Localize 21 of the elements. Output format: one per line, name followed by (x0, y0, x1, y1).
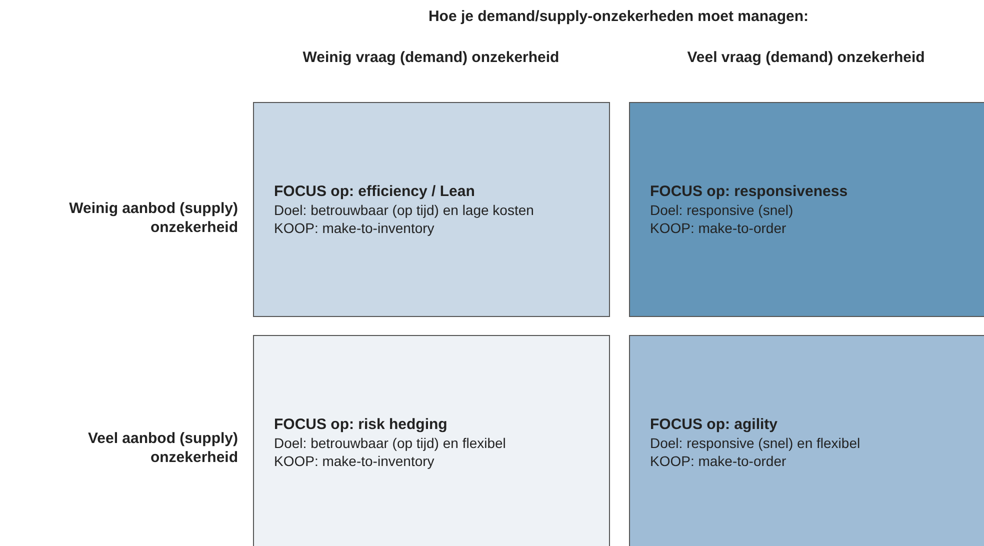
row-header: Veel aanbod (supply) onzekerheid (86, 429, 238, 467)
matrix-cell (253, 335, 610, 546)
cell-heading: FOCUS op: responsiveness (650, 182, 849, 201)
cell-heading: FOCUS op: agility (650, 415, 778, 434)
matrix-cell (629, 335, 984, 546)
column-header: Weinig vraag (demand) onzekerheid (302, 48, 560, 67)
row-header: Weinig aanbod (supply) onzekerheid (68, 199, 238, 237)
cell-heading: FOCUS op: risk hedging (274, 415, 448, 434)
diagram-title: Hoe je demand/supply-onzekerheden moet managen: (427, 8, 810, 25)
matrix-cell (253, 102, 610, 317)
cell-text: Doel: betrouwbaar (op tijd) en lage kosten (274, 201, 535, 219)
matrix-cell (629, 102, 984, 317)
cell-text: Doel: responsive (snel) en flexibel (650, 434, 862, 452)
cell-text: KOOP: make-to-inventory (274, 219, 436, 237)
cell-heading: FOCUS op: efficiency / Lean (274, 182, 476, 201)
cell-text: KOOP: make-to-inventory (274, 452, 436, 470)
cell-text: Doel: responsive (snel) (650, 201, 794, 219)
cell-text: KOOP: make-to-order (650, 452, 788, 470)
column-header: Veel vraag (demand) onzekerheid (686, 48, 926, 67)
cell-text: KOOP: make-to-order (650, 219, 788, 237)
cell-text: Doel: betrouwbaar (op tijd) en flexibel (274, 434, 507, 452)
